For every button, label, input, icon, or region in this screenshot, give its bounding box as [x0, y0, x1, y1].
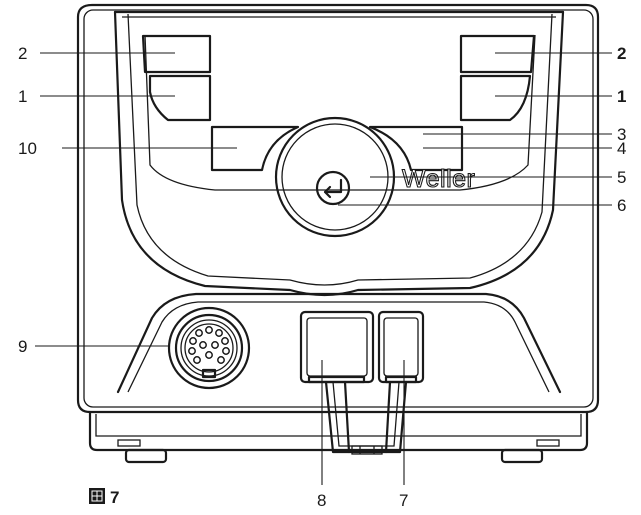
- callout-left-9: 9: [18, 337, 27, 356]
- callout-left-10: 10: [18, 139, 37, 158]
- callout-right-1: 1: [617, 87, 626, 106]
- display-panel: [144, 34, 536, 191]
- cable-bracket: [324, 380, 408, 455]
- leader-lines: [35, 52, 612, 485]
- callout-right-3: 3: [617, 125, 626, 144]
- right-base-slot: [536, 439, 560, 447]
- switch-8[interactable]: [299, 310, 375, 384]
- device-housing: [76, 3, 600, 414]
- callout-right-2: 2: [617, 44, 626, 63]
- left-foot: [124, 448, 168, 464]
- left-button-2[interactable]: [141, 34, 212, 74]
- right-button-2[interactable]: [459, 34, 536, 74]
- right-button-4[interactable]: [368, 125, 464, 172]
- callout-left-2: 2: [18, 44, 27, 63]
- display-bezel: [113, 10, 565, 297]
- figure-number: 7: [110, 488, 119, 507]
- switch-7[interactable]: [377, 310, 425, 384]
- tool-connector-socket[interactable]: [167, 306, 251, 390]
- callout-bottom-8: 8: [317, 491, 326, 510]
- left-button-10[interactable]: [210, 125, 300, 172]
- left-button-1[interactable]: [148, 74, 212, 122]
- callout-right-6: 6: [617, 196, 626, 215]
- enter-button[interactable]: [315, 170, 351, 206]
- left-base-slot: [117, 439, 141, 447]
- enter-arrow-icon: [323, 178, 343, 199]
- brand-logo: Weller: [402, 165, 475, 193]
- connector-panel: [116, 292, 562, 394]
- housing-inner-edge: [83, 9, 594, 408]
- right-foot: [500, 448, 544, 464]
- connector-pins: [188, 326, 230, 364]
- right-button-1[interactable]: [459, 74, 532, 122]
- callout-right-5: 5: [617, 168, 626, 187]
- figure-caption: 7: [89, 488, 119, 507]
- callout-left-1: 1: [18, 87, 27, 106]
- callout-bottom-7: 7: [399, 491, 408, 510]
- callout-right-4: 4: [617, 139, 626, 158]
